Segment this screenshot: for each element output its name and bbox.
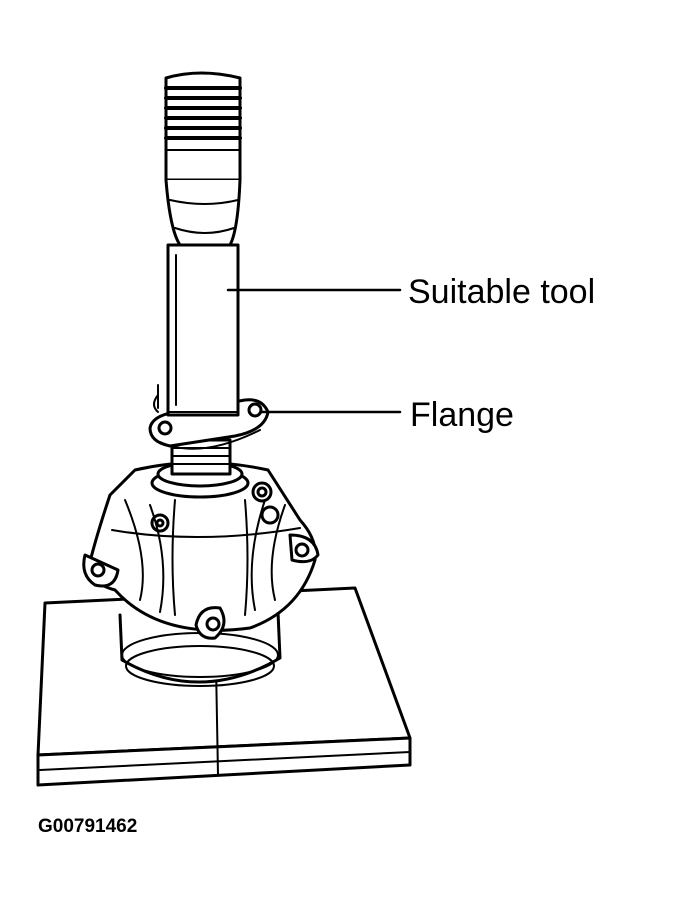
suitable-tool-label: Suitable tool — [408, 273, 596, 311]
flange-label: Flange — [410, 396, 514, 434]
figure-id: G00791462 — [38, 816, 138, 837]
pump-housing — [82, 460, 320, 687]
press-tool — [164, 71, 242, 417]
